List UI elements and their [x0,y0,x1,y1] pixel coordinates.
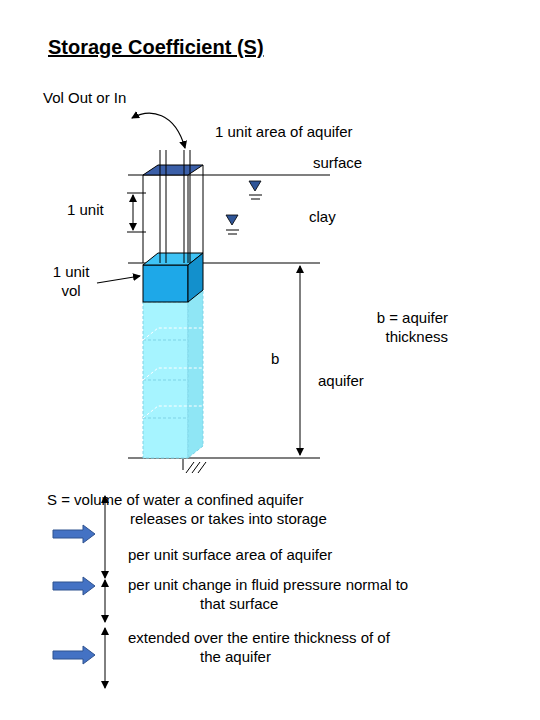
well-pipe [190,150,191,263]
unit-area-square [143,165,203,175]
water-level-symbol [249,181,261,191]
well-pipe [166,150,167,263]
diagram-label: b = aquifer thickness [340,308,448,346]
well-pipe [160,150,161,263]
water-level-symbol [226,215,238,225]
block-arrow [53,577,95,595]
unit-volume-divider [143,368,203,380]
water-level-symbol [226,230,239,231]
aquifer-column-side [188,290,203,458]
flow-arrow [132,113,185,148]
base-hatch [198,462,206,473]
diagram-label: aquifer [318,371,388,390]
diagram-label: b [271,349,291,368]
block-arrow [53,525,95,543]
diagram-label: surface [313,153,383,172]
aquifer-column [143,302,188,458]
unit-volume-divider [143,380,188,381]
dimension-arrow [133,195,134,230]
definition-text: S = volume of water a confined aquifer r… [47,490,357,528]
diagram-label: 1 unit [67,200,127,219]
unit-volume-divider [143,406,203,418]
definition-bracket [105,628,106,688]
unit-volume-divider [143,340,188,341]
column-edge [143,175,144,263]
unit-cube [143,265,188,302]
definition-text: per unit change in fluid pressure normal… [128,575,433,613]
definition-text: per unit surface area of aquifer [128,545,458,564]
diagram-label: clay [309,207,359,226]
column-edge [203,165,204,253]
definition-text: extended over the entire thickness of of… [128,628,410,666]
base-hatch [183,459,184,470]
block-arrow [53,646,95,664]
diagram-title: Storage Coefficient (S) [48,36,264,59]
water-level-symbol [228,234,237,235]
water-level-symbol [251,199,260,200]
unit-volume-divider [143,418,188,419]
leader-arrow [97,276,140,283]
definition-bracket [105,496,106,578]
diagram-label: 1 unit vol [42,262,100,300]
water-level-symbol [249,195,262,196]
column-edge [188,175,189,263]
diagram-label: 1 unit area of aquifer [215,122,390,141]
unit-volume-divider [143,328,203,340]
definition-bracket [105,580,106,622]
diagram-label: Vol Out or In [43,88,173,107]
thickness-arrow [300,266,301,455]
well-pipe [184,150,185,263]
